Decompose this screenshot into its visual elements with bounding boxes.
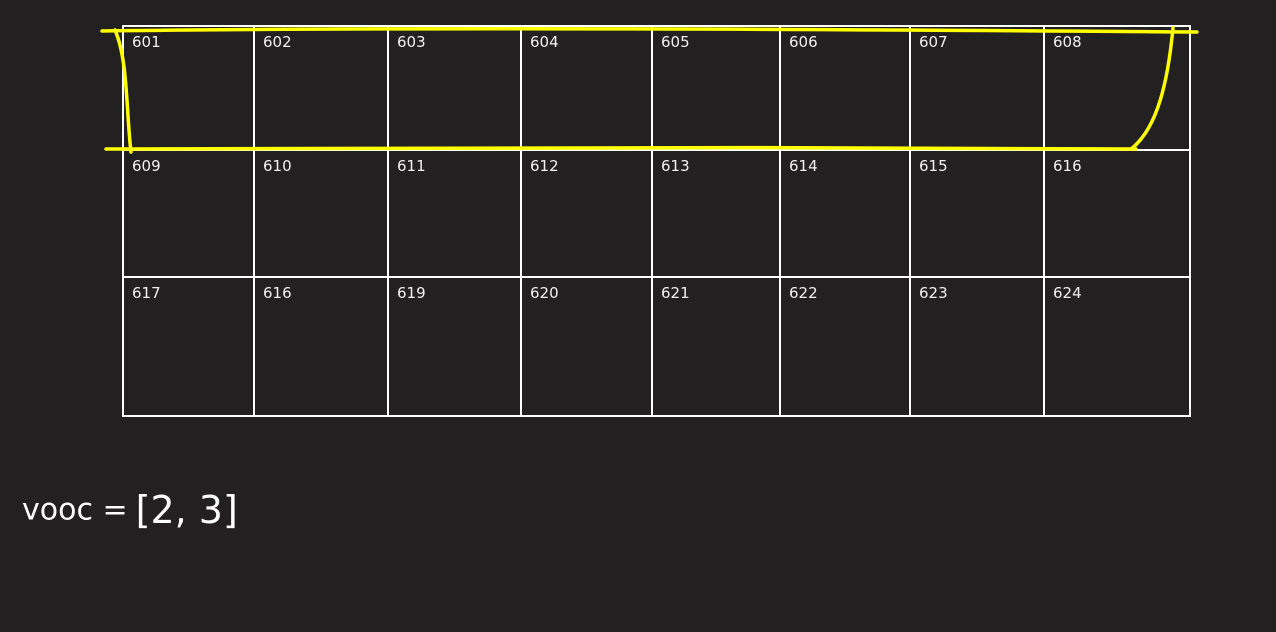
cell-number: 616	[263, 284, 292, 302]
cell-number: 613	[661, 157, 690, 175]
cell-number: 605	[661, 33, 690, 51]
grid-cell: 619	[387, 276, 522, 417]
grid-cell: 609	[122, 149, 255, 278]
cell-number: 604	[530, 33, 559, 51]
cell-number: 612	[530, 157, 559, 175]
grid-cell: 616	[1043, 149, 1191, 278]
grid-cell: 623	[909, 276, 1045, 417]
grid-cell: 612	[520, 149, 653, 278]
cell-number: 617	[132, 284, 161, 302]
grid-cell: 620	[520, 276, 653, 417]
grid-cell: 602	[253, 25, 389, 151]
grid-cell: 614	[779, 149, 911, 278]
grid-cell: 615	[909, 149, 1045, 278]
cell-number: 606	[789, 33, 818, 51]
grid-cell: 604	[520, 25, 653, 151]
cell-number: 614	[789, 157, 818, 175]
cell-number: 622	[789, 284, 818, 302]
cell-number: 610	[263, 157, 292, 175]
cell-number: 623	[919, 284, 948, 302]
grid-cell: 607	[909, 25, 1045, 151]
grid-cell: 605	[651, 25, 781, 151]
grid-cell: 611	[387, 149, 522, 278]
cell-number: 603	[397, 33, 426, 51]
formula: vooc =[2, 3]	[22, 488, 238, 532]
grid-cell: 608	[1043, 25, 1191, 151]
cell-number: 615	[919, 157, 948, 175]
grid-cell: 610	[253, 149, 389, 278]
cell-number: 621	[661, 284, 690, 302]
grid-cell: 621	[651, 276, 781, 417]
cell-number: 620	[530, 284, 559, 302]
cell-number: 616	[1053, 157, 1082, 175]
formula-lhs: vooc =	[22, 492, 128, 528]
cell-number: 624	[1053, 284, 1082, 302]
formula-rhs: [2, 3]	[135, 488, 238, 532]
grid-cell: 603	[387, 25, 522, 151]
cell-number: 607	[919, 33, 948, 51]
grid-cell: 601	[122, 25, 255, 151]
grid-cell: 613	[651, 149, 781, 278]
grid-cell: 606	[779, 25, 911, 151]
grid-cell: 624	[1043, 276, 1191, 417]
cell-number: 611	[397, 157, 426, 175]
cell-number: 602	[263, 33, 292, 51]
grid-cell: 622	[779, 276, 911, 417]
cell-number: 608	[1053, 33, 1082, 51]
grid-cell: 617	[122, 276, 255, 417]
cell-number: 619	[397, 284, 426, 302]
grid-cell: 616	[253, 276, 389, 417]
cell-number: 601	[132, 33, 161, 51]
cell-number: 609	[132, 157, 161, 175]
